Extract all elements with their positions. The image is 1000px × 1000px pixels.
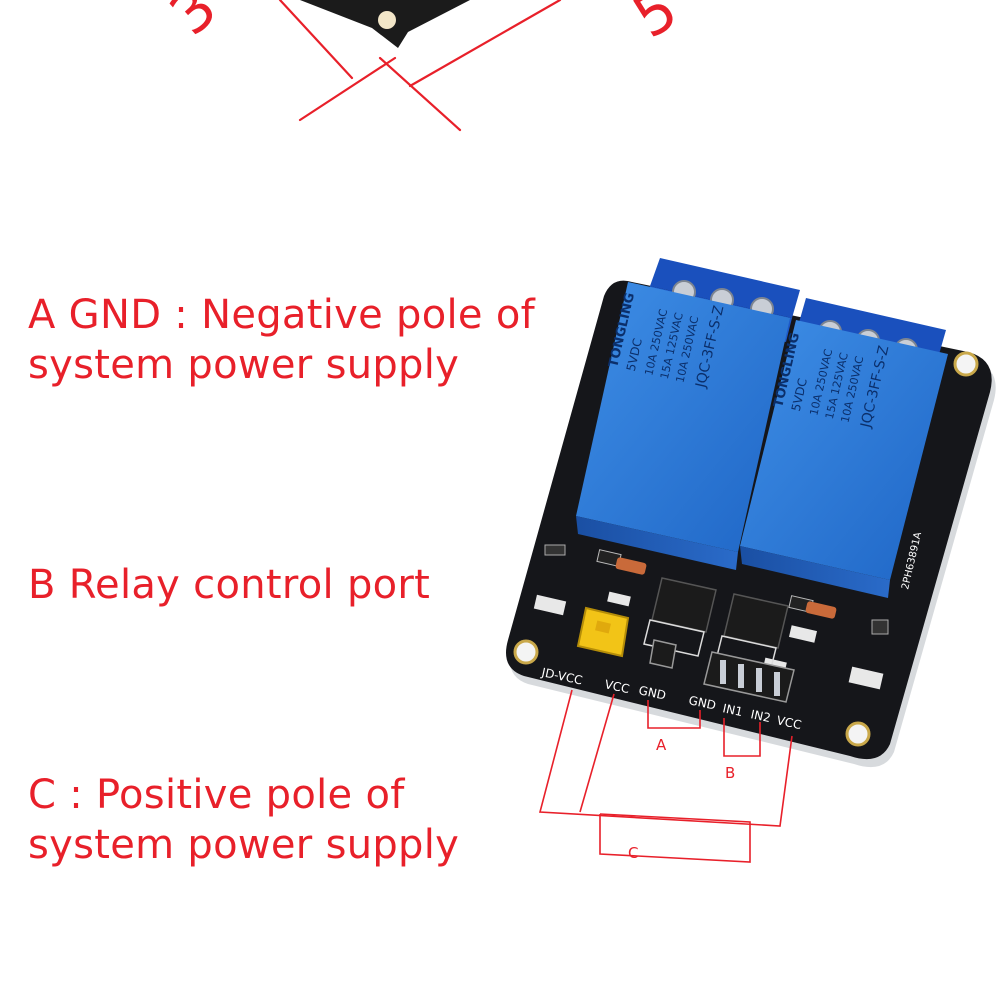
relay-module: TONGLING 5VDC 10A 250VAC 15A 125VAC 10A … [506,258,996,768]
group-label-a: A [656,736,667,754]
group-label-b: B [725,764,735,782]
bracket-b [723,718,761,757]
relay-1-top [576,282,790,552]
mounting-hole-bottom-left [513,639,539,665]
jd-vcc-jumper [576,606,630,658]
bracket-a [647,700,701,729]
bracket-c-inner [579,693,615,813]
dim-line-right [408,0,562,88]
pin-label-gnd-2: GND [687,693,717,712]
relay-2: TONGLING 5VDC 10A 250VAC 15A 125VAC 10A … [740,320,948,598]
optocoupler-1 [651,577,717,633]
pin-label-vcc: VCC [603,677,630,696]
caption-b-line1: B Relay control port [28,562,431,608]
bracket-c-outer [538,689,793,827]
caption-c-line1: C : Positive pole of [28,772,405,818]
caption-b-control: B Relay control port [28,560,430,610]
dim-leader-left [278,0,354,80]
top-dimension-drawing: 3 5 [157,0,689,132]
mounting-hole-top-right [953,351,979,377]
mounting-hole [378,11,396,29]
callout-brackets [538,689,793,863]
group-label-c: C [628,844,638,862]
relay-1-side [576,516,738,570]
caption-a-gnd: A GND : Negative pole of system power su… [28,290,535,390]
relay-2-top [740,320,948,580]
control-pin-header [649,639,795,703]
relay-1: TONGLING 5VDC 10A 250VAC 15A 125VAC 10A … [576,282,790,570]
pin-label-in2: IN2 [749,707,772,725]
dimension-left-digit: 3 [157,0,230,48]
pin-label-in1: IN1 [721,701,744,719]
caption-a-line2: system power supply [28,342,460,388]
caption-a-line1: A GND : Negative pole of [28,292,535,338]
dim-line-bottom [378,56,462,132]
dim-line-left [298,56,397,122]
relay-2-side [740,546,890,598]
caption-c-vcc: C : Positive pole of system power supply [28,770,459,870]
optocoupler-2 [723,593,789,649]
mounting-hole-bottom-right [845,721,871,747]
pin-label-gnd: GND [637,683,667,702]
dimension-right-digit: 5 [622,0,689,52]
pin-label-vcc-2: VCC [775,713,802,732]
pcb-components [533,544,889,690]
bracket-c-box [599,813,751,863]
caption-c-line2: system power supply [28,822,460,868]
